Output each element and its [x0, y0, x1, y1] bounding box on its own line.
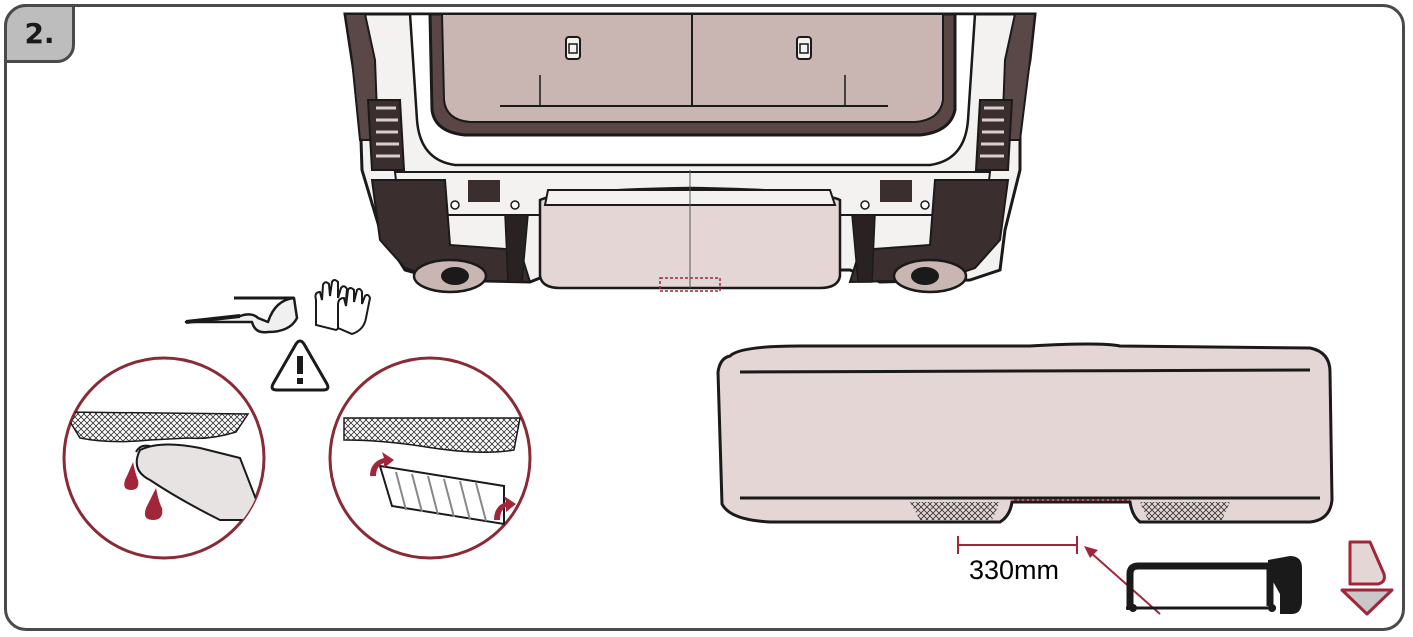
warning-triangle-icon: [270, 339, 330, 392]
edge-protection-circle: [328, 356, 532, 560]
bumper-panel-cut-diagram: [716, 342, 1334, 524]
sharp-edge-warning-circle: [62, 356, 266, 560]
blood-drop-icon: [144, 488, 163, 520]
next-step-arrow-icon: [1340, 540, 1394, 616]
car-rear-illustration: [343, 12, 1037, 294]
blood-drop-icon: [124, 462, 139, 490]
gloves-icon: [314, 279, 372, 336]
cut-width-dimension: 330mm: [957, 536, 1078, 585]
safety-glasses-icon: [184, 296, 299, 334]
step-number-badge: 2.: [4, 4, 75, 63]
curved-arrow-icon: [494, 496, 516, 520]
saw-pointer-arrow: [1084, 546, 1161, 615]
hacksaw-icon: [1126, 556, 1302, 614]
curved-arrow-icon: [370, 452, 394, 476]
cut-width-label: 330mm: [969, 555, 1059, 585]
